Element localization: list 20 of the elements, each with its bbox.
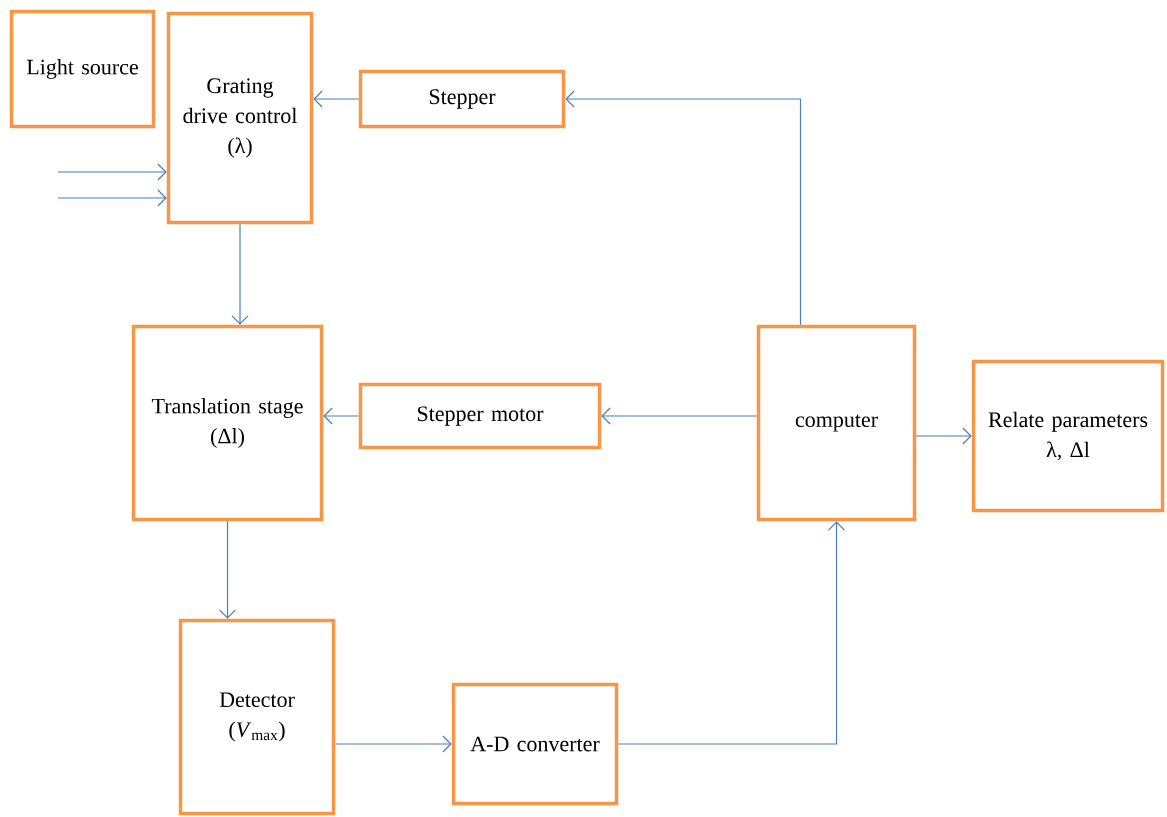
process-box: Light source — [9, 9, 156, 129]
arrow — [915, 427, 972, 445]
process-box: Stepper — [358, 69, 566, 129]
process-box: A-D converter — [451, 682, 619, 806]
arrow — [57, 189, 167, 207]
arrow — [218, 520, 237, 619]
arrow — [617, 521, 846, 745]
arrow — [334, 735, 452, 753]
arrow — [323, 407, 360, 425]
process-box: Stepper motor — [358, 382, 602, 450]
arrow — [313, 90, 360, 108]
process-box: computer — [756, 324, 917, 522]
arrow — [57, 163, 167, 181]
arrow — [231, 223, 249, 325]
process-box: Grating drive control (λ) — [166, 11, 314, 225]
process-box: Detector (V$_{max}$) — [178, 618, 336, 816]
arrow — [601, 407, 758, 425]
process-box: Relate parameters λ, Δl — [971, 359, 1165, 513]
arrow — [565, 90, 802, 326]
process-box: Translation stage (Δl) — [131, 324, 324, 522]
